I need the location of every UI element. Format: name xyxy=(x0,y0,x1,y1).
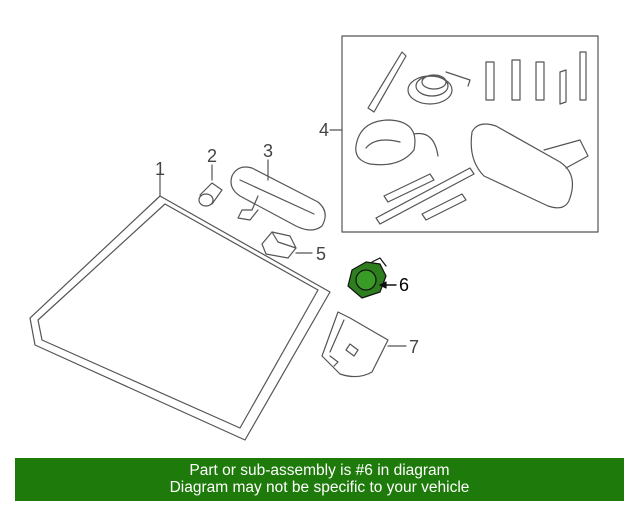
rearview-mirror-cover-part[interactable] xyxy=(198,164,223,207)
callout-5: 5 xyxy=(316,244,327,264)
callout-3: 3 xyxy=(263,141,274,161)
rearview-mirror-part[interactable] xyxy=(230,159,326,231)
banner-line-2: Diagram may not be specific to your vehi… xyxy=(169,479,470,496)
mirror-mount-part[interactable] xyxy=(261,231,313,259)
info-banner: Part or sub-assembly is #6 in diagram Di… xyxy=(15,458,624,501)
mirror-kit-box xyxy=(329,35,599,233)
callout-7: 7 xyxy=(409,337,420,357)
callout-6: 6 xyxy=(399,275,410,295)
rain-sensor-part[interactable] xyxy=(347,257,397,299)
parts-diagram xyxy=(29,35,599,441)
banner-line-1: Part or sub-assembly is #6 in diagram xyxy=(189,462,450,479)
sensor-cover-part[interactable] xyxy=(321,311,407,378)
windshield-part[interactable] xyxy=(29,171,331,441)
callout-4: 4 xyxy=(319,120,330,140)
callout-1: 1 xyxy=(155,159,166,179)
callout-2: 2 xyxy=(207,146,218,166)
